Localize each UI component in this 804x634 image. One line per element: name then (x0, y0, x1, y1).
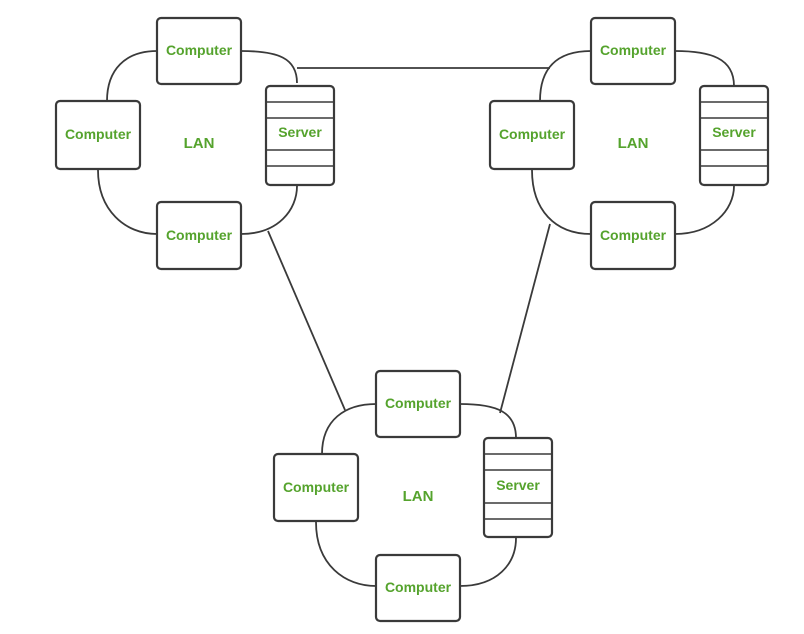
lan-group-top-right: Computer Computer Computer Server LAN (488, 16, 770, 271)
lan-label: LAN (618, 135, 649, 152)
computer-node (374, 369, 462, 439)
computer-label: Computer (166, 42, 233, 58)
server-node (482, 436, 554, 539)
computer-label: Computer (385, 579, 452, 595)
computer-label: Computer (283, 479, 350, 495)
computer-label: Computer (499, 126, 566, 142)
computer-label: Computer (65, 126, 132, 142)
interconnect-links (267, 67, 551, 414)
lan-ring (531, 50, 735, 235)
lan-ring (97, 50, 298, 235)
server-node (264, 84, 336, 187)
server-label: Server (712, 124, 756, 140)
lan-label: LAN (184, 135, 215, 152)
server-label: Server (496, 477, 540, 493)
computer-label: Computer (600, 227, 667, 243)
computer-node (488, 99, 576, 171)
computer-node (589, 16, 677, 86)
computer-node (589, 200, 677, 271)
lan-ring (315, 403, 517, 587)
computer-label: Computer (600, 42, 667, 58)
computer-node (155, 16, 243, 86)
computer-label: Computer (166, 227, 233, 243)
computer-node (54, 99, 142, 171)
computer-label: Computer (385, 395, 452, 411)
link-top-left-to-bottom (267, 230, 346, 411)
server-label: Server (278, 124, 322, 140)
computer-node (155, 200, 243, 271)
computer-node (374, 553, 462, 623)
lan-label: LAN (403, 488, 434, 505)
link-top-right-to-bottom (499, 223, 551, 414)
lan-group-top-left: Computer Computer Computer Server LAN (54, 16, 336, 271)
server-node (698, 84, 770, 187)
computer-node (272, 452, 360, 523)
lan-group-bottom: Computer Computer Computer Server LAN (272, 369, 554, 623)
